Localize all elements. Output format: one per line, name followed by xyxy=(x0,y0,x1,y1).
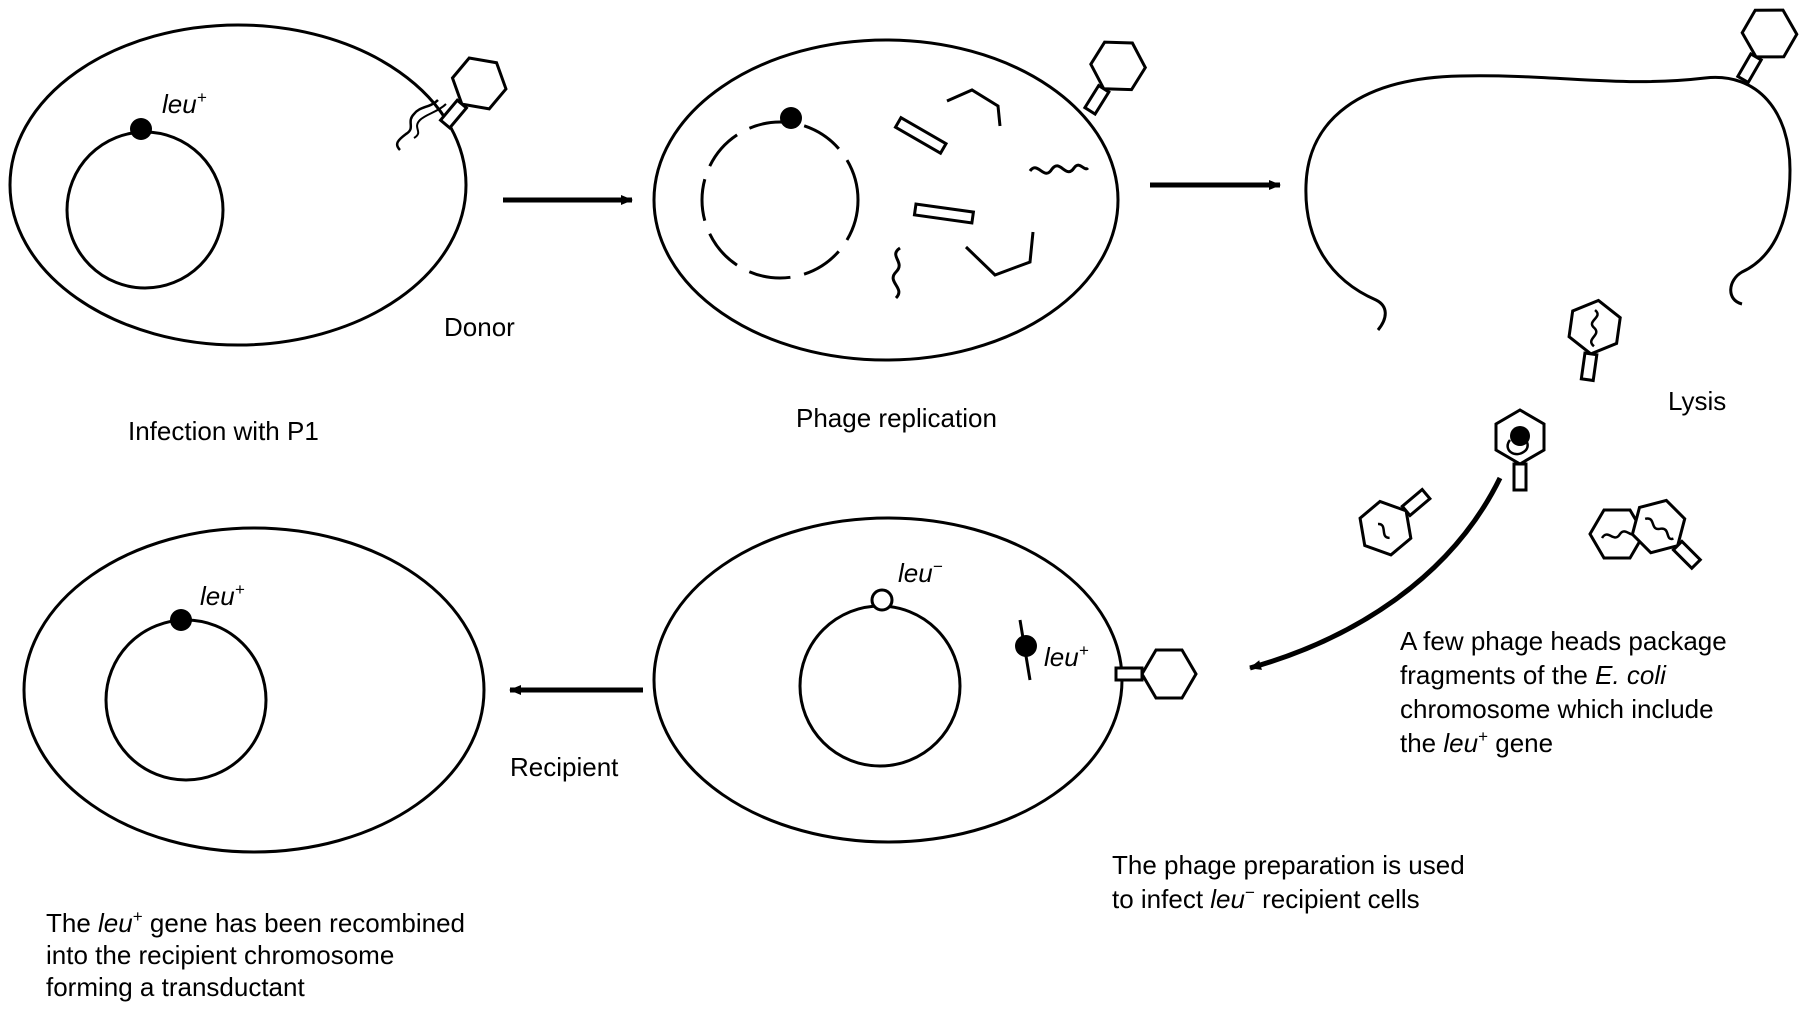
svg-text:The phage preparation is used: The phage preparation is used xyxy=(1112,850,1465,880)
injected-leu-plus-marker xyxy=(1015,635,1037,657)
phage-with-dna-2 xyxy=(1349,476,1441,564)
recipient-chromosome xyxy=(800,606,960,766)
donor-gene-label: leu+ xyxy=(162,88,207,119)
transducing-phage xyxy=(1496,410,1544,490)
replication-leu-marker xyxy=(780,107,802,129)
phage-with-dna-1 xyxy=(1564,297,1623,383)
replication-label: Phage replication xyxy=(796,403,997,433)
lysis-phage-on-wall xyxy=(1722,0,1804,91)
recipient-cell: leu− leu+ xyxy=(654,518,1196,842)
transductant-chromosome xyxy=(106,620,266,780)
phage-parts xyxy=(893,90,1088,298)
fragmented-chromosome xyxy=(702,122,858,278)
svg-text:forming a transductant: forming a transductant xyxy=(46,972,305,1002)
transductant-caption: The leu+ gene has been recombined into t… xyxy=(46,907,465,1002)
transductant-cell: leu+ xyxy=(24,528,484,852)
recipient-leu-minus-marker xyxy=(872,590,892,610)
recipient-fragment-gene-label: leu+ xyxy=(1044,641,1089,672)
donor-chromosome xyxy=(67,132,223,288)
recipient-attached-phage xyxy=(1116,650,1196,698)
released-phages xyxy=(1349,297,1713,581)
lysed-cell xyxy=(1306,0,1804,330)
transductant-leu-marker xyxy=(170,609,192,631)
donor-leu-marker xyxy=(130,118,152,140)
phage-with-dna-4 xyxy=(1623,491,1714,582)
svg-text:A few phage heads package: A few phage heads package xyxy=(1400,626,1727,656)
recipient-label: Recipient xyxy=(510,752,619,782)
lysis-label: Lysis xyxy=(1668,386,1726,416)
recipient-minus-gene-label: leu− xyxy=(898,557,943,588)
svg-text:The leu+ gene has been recombi: The leu+ gene has been recombined xyxy=(46,907,465,938)
replicating-phage xyxy=(1070,30,1153,123)
donor-cell: leu+ xyxy=(10,25,515,345)
package-caption: A few phage heads package fragments of t… xyxy=(1400,626,1727,758)
lysed-cell-wall xyxy=(1306,76,1790,330)
infection-label: Infection with P1 xyxy=(128,416,319,446)
svg-text:to infect leu− recipient cell: to infect leu− recipient cells xyxy=(1112,883,1420,914)
svg-text:the leu+ gene: the leu+ gene xyxy=(1400,727,1553,758)
infect-caption: The phage preparation is used to infect … xyxy=(1112,850,1465,914)
replication-cell xyxy=(654,30,1153,360)
svg-text:into the recipient chromosome: into the recipient chromosome xyxy=(46,940,394,970)
transductant-gene-label: leu+ xyxy=(200,580,245,611)
donor-label: Donor xyxy=(444,312,515,342)
infecting-phage xyxy=(427,47,515,139)
svg-text:chromosome which include: chromosome which include xyxy=(1400,694,1714,724)
svg-text:fragments of the E. coli: fragments of the E. coli xyxy=(1400,660,1667,690)
